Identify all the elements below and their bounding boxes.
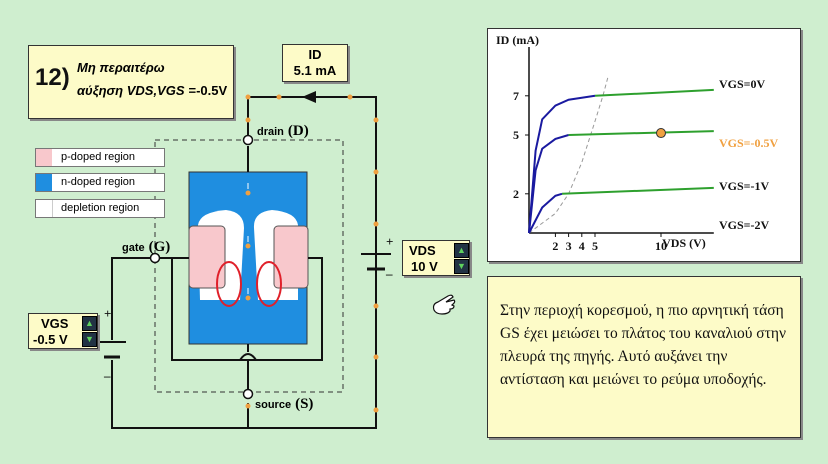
series-0-ohmic <box>528 94 596 234</box>
vgs-increase-button[interactable]: ▲ <box>82 316 97 331</box>
series-0-saturation <box>594 88 714 97</box>
series-label: VGS=-2V <box>719 218 770 232</box>
vds-minus: – <box>386 266 393 281</box>
id-label: ID <box>308 47 322 62</box>
source-crossover <box>239 353 257 361</box>
drain-terminal <box>242 134 254 146</box>
gate-wire <box>111 257 155 340</box>
p-gate-left <box>188 225 226 289</box>
source-side-highlight-right <box>256 261 282 307</box>
series-label: VGS=0V <box>719 77 766 91</box>
x-tick-label: 4 <box>579 239 585 253</box>
series-1-saturation <box>568 130 714 136</box>
source-label: source (S) <box>255 395 313 413</box>
x-tick-label: 10 <box>655 239 667 253</box>
vgs-plus: + <box>104 306 112 321</box>
vds-plus: + <box>386 234 394 249</box>
drain-text: drain <box>257 126 284 138</box>
series-label: VGS=-1V <box>719 179 770 193</box>
p-gate-right <box>273 225 309 289</box>
vgs-minus: – <box>104 368 111 383</box>
vds-decrease-button[interactable]: ▼ <box>454 259 469 274</box>
pointing-hand-icon[interactable] <box>432 294 456 315</box>
legend-n-doped: n-doped region <box>35 173 165 192</box>
legend-label: n-doped region <box>61 176 136 188</box>
wire-node <box>245 94 251 100</box>
legend-swatch <box>36 149 52 166</box>
step-number: 12) <box>35 64 70 91</box>
vgs-value: -0.5 V <box>33 332 68 347</box>
wire-node <box>373 169 379 175</box>
step-line-2-text: αύξηση VDS,VGS <box>77 83 185 98</box>
wire-node <box>373 117 379 123</box>
explanation-box: Στην περιοχή κορεσμού, η πιο αρνητική τά… <box>487 276 801 438</box>
legend-label: depletion region <box>61 202 140 214</box>
current-arrow <box>302 91 316 103</box>
drain-label: drain (D) <box>257 122 309 140</box>
source-letter: (S) <box>295 396 314 412</box>
vgs-decrease-button[interactable]: ▼ <box>82 332 97 347</box>
legend-swatch <box>36 174 52 191</box>
y-tick-label: 2 <box>513 187 519 201</box>
y-tick-label: 5 <box>513 128 519 142</box>
x-axis-label: VDS (V) <box>662 236 706 250</box>
id-value: 5.1 mA <box>293 63 337 78</box>
series-2-ohmic <box>528 192 563 234</box>
legend-swatch <box>36 200 53 217</box>
electron-dot <box>245 243 251 249</box>
wire-node <box>245 403 251 409</box>
vds-value: 10 V <box>411 259 438 274</box>
id-meter: ID 5.1 mA <box>282 44 348 82</box>
gate-return-wire <box>111 360 248 429</box>
explanation-text: Στην περιοχή κορεσμού, η πιο αρνητική τά… <box>500 302 786 388</box>
electron-dot <box>245 190 251 196</box>
gate-label: gate (G) <box>122 238 170 256</box>
x-tick-label: 2 <box>552 239 558 253</box>
wire-node <box>245 117 251 123</box>
electron-dot <box>245 295 251 301</box>
x-tick-label: 3 <box>566 239 572 253</box>
source-terminal <box>242 388 254 400</box>
wire-node <box>373 407 379 413</box>
wire-node <box>373 221 379 227</box>
vds-meter: VDS 10 V ▲ ▼ <box>402 240 470 276</box>
wire-nodes <box>245 94 379 413</box>
vds-label: VDS <box>409 243 436 258</box>
step-line-2: αύξηση VDS,VGS=-0.5V <box>77 83 227 98</box>
series-label: VGS=-0.5V <box>719 136 779 150</box>
circuit-diagram <box>98 91 456 429</box>
electron-flow <box>245 190 251 301</box>
series-1-ohmic <box>528 134 569 234</box>
gate-text: gate <box>122 242 145 254</box>
step-box: 12) Μη περαιτέρω αύξηση VDS,VGS=-0.5V <box>28 45 234 119</box>
wire-node <box>276 94 282 100</box>
vgs-meter: VGS -0.5 V ▲ ▼ <box>28 313 98 349</box>
source-text: source <box>255 399 292 411</box>
legend-p-doped: p-doped region <box>35 148 165 167</box>
vgs-label: VGS <box>41 316 69 331</box>
x-tick-label: 5 <box>592 239 598 253</box>
step-line-1: Μη περαιτέρω <box>77 60 165 75</box>
y-tick-label: 7 <box>513 89 519 103</box>
wire-node <box>373 303 379 309</box>
legend-depletion: depletion region <box>35 199 165 218</box>
wire-node <box>373 354 379 360</box>
y-axis-label: ID (mA) <box>496 33 539 47</box>
operating-point <box>656 128 666 139</box>
step-value: =-0.5V <box>188 83 228 98</box>
wire-node <box>347 94 353 100</box>
gate-terminal <box>149 252 161 264</box>
drain-source-loop <box>247 96 377 429</box>
drain-letter: (D) <box>287 123 309 139</box>
legend-label: p-doped region <box>61 151 136 163</box>
series-2-saturation <box>561 186 714 195</box>
source-side-highlight-left <box>216 261 242 307</box>
gate-letter: (G) <box>148 239 171 255</box>
vds-increase-button[interactable]: ▲ <box>454 243 469 258</box>
